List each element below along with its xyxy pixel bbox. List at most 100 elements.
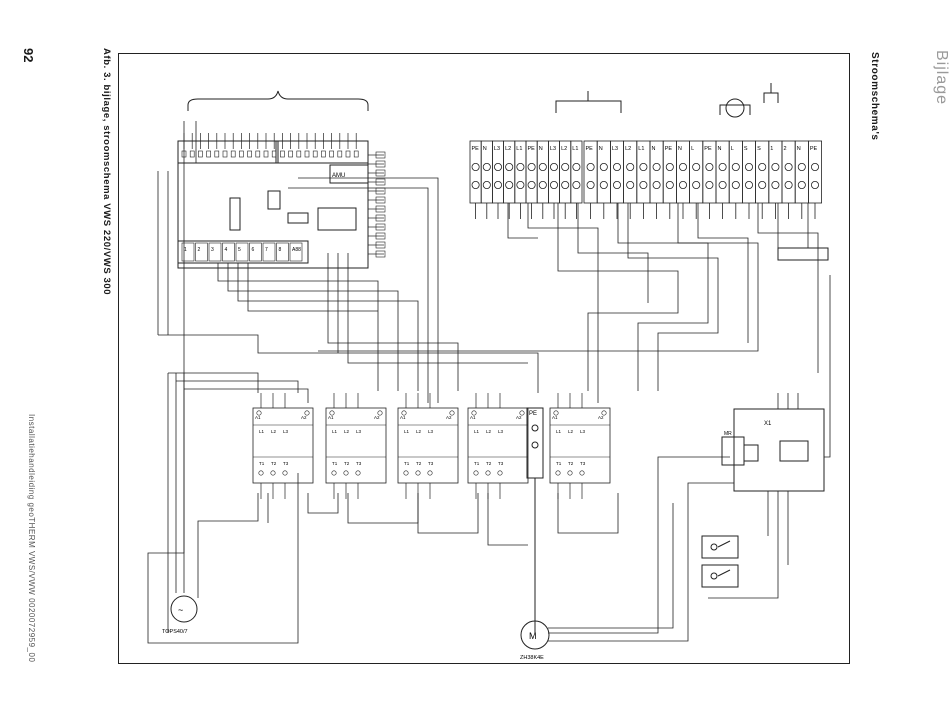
terminal-label: L1: [516, 146, 522, 152]
contactor-terminal-label: L3: [580, 429, 586, 434]
terminal-label: 1: [770, 146, 773, 152]
terminal-label: N: [539, 146, 543, 152]
terminal-label: L: [691, 146, 694, 152]
contactor-terminal-label: A1: [470, 415, 476, 420]
terminal-cell: S: [755, 140, 770, 219]
contactor-terminal-label: T3: [356, 461, 362, 466]
terminal-cell: N: [715, 140, 730, 219]
contactor-terminal-label: A2: [516, 415, 522, 420]
contactor-terminal-label: T1: [332, 461, 338, 466]
terminal-cell: 1: [768, 140, 783, 219]
terminal-cell: N: [596, 140, 611, 219]
board-terminal-label: A88: [292, 247, 301, 253]
terminal-cell: L2: [559, 140, 572, 219]
contactor-terminal-label: A1: [552, 415, 558, 420]
figure-caption: Afb. 3. bijlage, stroomschema VWS 220/VW…: [101, 48, 112, 296]
terminal-label: PE: [704, 146, 712, 152]
contactor-terminal-label: T3: [580, 461, 586, 466]
terminal-cell: L2: [623, 140, 638, 219]
contactor-terminal-label: T1: [404, 461, 410, 466]
contactor-terminal-label: L3: [356, 429, 362, 434]
terminal-label: S: [757, 146, 761, 152]
contactor-terminal-label: L2: [416, 429, 422, 434]
terminal-cell: N: [649, 140, 664, 219]
contactor-terminal-label: L1: [259, 429, 265, 434]
pump-motor: ~ TOPS40/7: [162, 595, 198, 635]
terminal-label: L3: [494, 146, 500, 152]
switch-2: [701, 564, 739, 588]
pe-label: PE: [529, 411, 537, 417]
terminal-cell: PE: [702, 140, 717, 219]
board-terminal: 3: [208, 242, 222, 262]
chapter-title: Bijlage: [933, 50, 950, 106]
terminal-label: L2: [625, 146, 631, 152]
board-terminal: 6: [249, 242, 262, 262]
terminal-cell: N: [536, 140, 549, 219]
terminal-cell: L2: [503, 140, 516, 219]
contactor-terminal-label: T2: [568, 461, 574, 466]
contactor-terminal-label: L1: [474, 429, 480, 434]
contactor-terminal-label: T2: [271, 461, 277, 466]
panel-label-mr: MR: [724, 431, 732, 437]
board-terminal-label: 2: [198, 247, 201, 253]
contactor-terminal-label: L2: [568, 429, 574, 434]
terminal-label: N: [678, 146, 682, 152]
contactor-terminal-label: L3: [498, 429, 504, 434]
terminal-label: PE: [810, 146, 818, 152]
terminal-label: PE: [528, 146, 536, 152]
contactor-terminal-label: T3: [498, 461, 504, 466]
terminal-label: PE: [586, 146, 594, 152]
terminal-cell: L1: [570, 140, 583, 219]
contactor-terminal-label: T2: [416, 461, 422, 466]
terminal-cell: L1: [514, 140, 527, 219]
contactor-terminal-label: L1: [556, 429, 562, 434]
contactor-terminal-label: T2: [486, 461, 492, 466]
contactor-terminal-label: A2: [598, 415, 604, 420]
board-terminal: 2: [195, 242, 208, 262]
wiring: [147, 121, 831, 644]
terminal-cell: L: [689, 140, 704, 219]
contactor-terminal-label: T1: [474, 461, 480, 466]
contactor-terminal-label: L3: [283, 429, 289, 434]
contactor-terminal-label: A1: [400, 415, 406, 420]
section-title: Stroomschema's: [869, 52, 880, 141]
terminal-label: PE: [472, 146, 480, 152]
terminal-label: L3: [550, 146, 556, 152]
board-terminal: 4: [222, 242, 235, 262]
contactor-terminal-label: A2: [446, 415, 452, 420]
terminal-cell: L1: [636, 140, 651, 219]
board-terminal: 5: [235, 242, 249, 262]
contactor-terminal-label: A2: [374, 415, 380, 420]
terminal-label: PE: [665, 146, 673, 152]
board-terminal-label: 7: [265, 247, 268, 253]
terminal-cell: L3: [491, 140, 504, 219]
contactor-terminal-label: L3: [428, 429, 434, 434]
board-terminal-label: 8: [279, 247, 282, 253]
contactor-terminal-label: T3: [283, 461, 289, 466]
page-footer: Installatiehandleiding geoTHERM VWS/VWW …: [27, 414, 36, 663]
contactor-terminal-label: T2: [344, 461, 350, 466]
terminal-label: N: [652, 146, 656, 152]
terminal-cell: PE: [583, 140, 598, 219]
board-terminal-label: 4: [225, 247, 228, 253]
board-terminal-label: 5: [238, 247, 241, 253]
terminal-cell: PE: [662, 140, 677, 219]
contactor-terminal-label: L1: [332, 429, 338, 434]
board-terminal-label: 6: [252, 247, 255, 253]
terminal-label: L2: [505, 146, 511, 152]
terminal-cell: L: [728, 140, 743, 219]
terminal-label: L3: [612, 146, 618, 152]
contactor-terminal-label: L1: [404, 429, 410, 434]
terminal-cell: L3: [609, 140, 624, 219]
terminal-cell: 2: [781, 140, 796, 219]
board-terminal: 1: [181, 242, 195, 262]
terminal-label: S: [744, 146, 748, 152]
svg-text:M: M: [529, 631, 537, 641]
terminal-cell: N: [794, 140, 809, 219]
board-terminal: 8: [276, 242, 289, 262]
